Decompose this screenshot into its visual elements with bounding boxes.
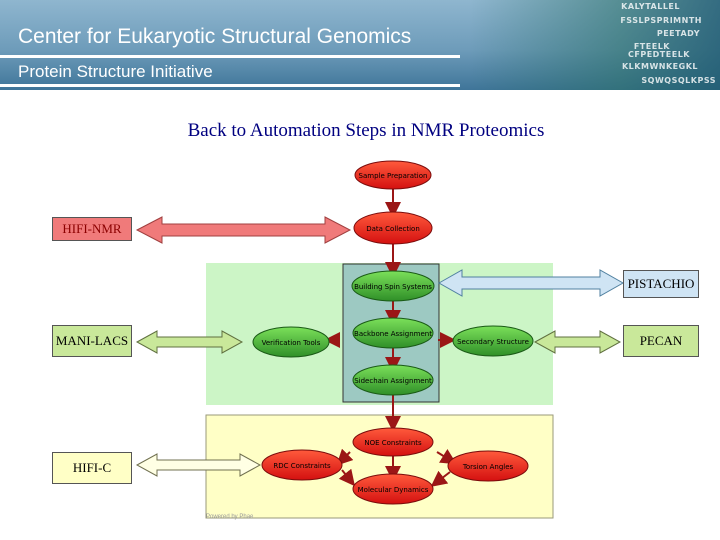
node-data-collection: Data Collection <box>353 211 433 245</box>
footer-note: Powered by Phae <box>206 514 254 520</box>
node-building-spin-systems: Building Spin Systems <box>351 270 435 302</box>
svg-text:Building Spin Systems: Building Spin Systems <box>354 283 432 291</box>
header-divider <box>0 84 460 87</box>
site-title: Center for Eukaryotic Structural Genomic… <box>18 25 412 48</box>
protein-structure-graphic <box>470 0 720 90</box>
flow-arrow <box>430 470 451 487</box>
node-rdc-constraints: RDC Constraints <box>261 449 343 481</box>
sequence-text: PEETADY <box>656 29 700 38</box>
site-subtitle: Protein Structure Initiative <box>18 62 213 81</box>
sequence-text: SQWQSQLKPSS <box>641 76 716 85</box>
svg-text:Backbone Assignment: Backbone Assignment <box>354 330 432 338</box>
flow-arrow <box>338 468 355 487</box>
sequence-text: CFPEDTEELK <box>628 50 690 59</box>
svg-text:Molecular Dynamics: Molecular Dynamics <box>358 486 429 494</box>
hifi-nmr-arrow <box>135 216 352 244</box>
svg-text:Sidechain Assignment: Sidechain Assignment <box>354 377 432 385</box>
tool-hifi-c: HIFI-C <box>52 452 132 484</box>
flow-arrow <box>336 448 354 466</box>
svg-text:NOE Constraints: NOE Constraints <box>364 439 422 447</box>
node-sidechain-assignment: Sidechain Assignment <box>352 364 434 396</box>
tool-mani-lacs: MANI-LACS <box>52 325 132 357</box>
svg-text:RDC Constraints: RDC Constraints <box>273 462 331 470</box>
tool-pistachio: PISTACHIO <box>623 270 699 298</box>
svg-text:Verification Tools: Verification Tools <box>262 339 321 347</box>
node-backbone-assignment: Backbone Assignment <box>352 317 434 349</box>
tool-pecan: PECAN <box>623 325 699 357</box>
sequence-text: KALYTALLEL <box>621 2 680 11</box>
header-banner: KALYTALLEL FSSLPSPRIMNTH PEETADY FTEELK … <box>0 0 720 90</box>
sequence-text: KLKMWNKEGKL <box>621 62 698 71</box>
back-link[interactable]: Back to Automation Steps in NMR Proteomi… <box>187 120 545 141</box>
node-verification-tools: Verification Tools <box>252 326 330 358</box>
node-noe-constraints: NOE Constraints <box>352 427 434 457</box>
node-molecular-dynamics: Molecular Dynamics <box>352 473 434 505</box>
sequence-text: FSSLPSPRIMNTH <box>620 16 702 25</box>
header-divider <box>0 55 460 58</box>
svg-text:Sample Preparation: Sample Preparation <box>359 172 428 180</box>
sequence-text: FTEELK <box>633 42 670 51</box>
node-torsion-angles: Torsion Angles <box>447 450 529 482</box>
svg-text:Data Collection: Data Collection <box>366 225 420 233</box>
pecan-arrow <box>533 330 622 354</box>
hifi-c-arrow <box>135 453 262 477</box>
svg-text:Secondary Structure: Secondary Structure <box>457 338 529 346</box>
node-secondary-structure: Secondary Structure <box>452 325 534 357</box>
svg-text:Torsion Angles: Torsion Angles <box>462 463 514 471</box>
node-sample-preparation: Sample Preparation <box>354 160 432 190</box>
flow-arrow <box>436 448 457 465</box>
tool-hifi-nmr: HIFI-NMR <box>52 217 132 241</box>
mani-lacs-arrow <box>135 330 244 354</box>
